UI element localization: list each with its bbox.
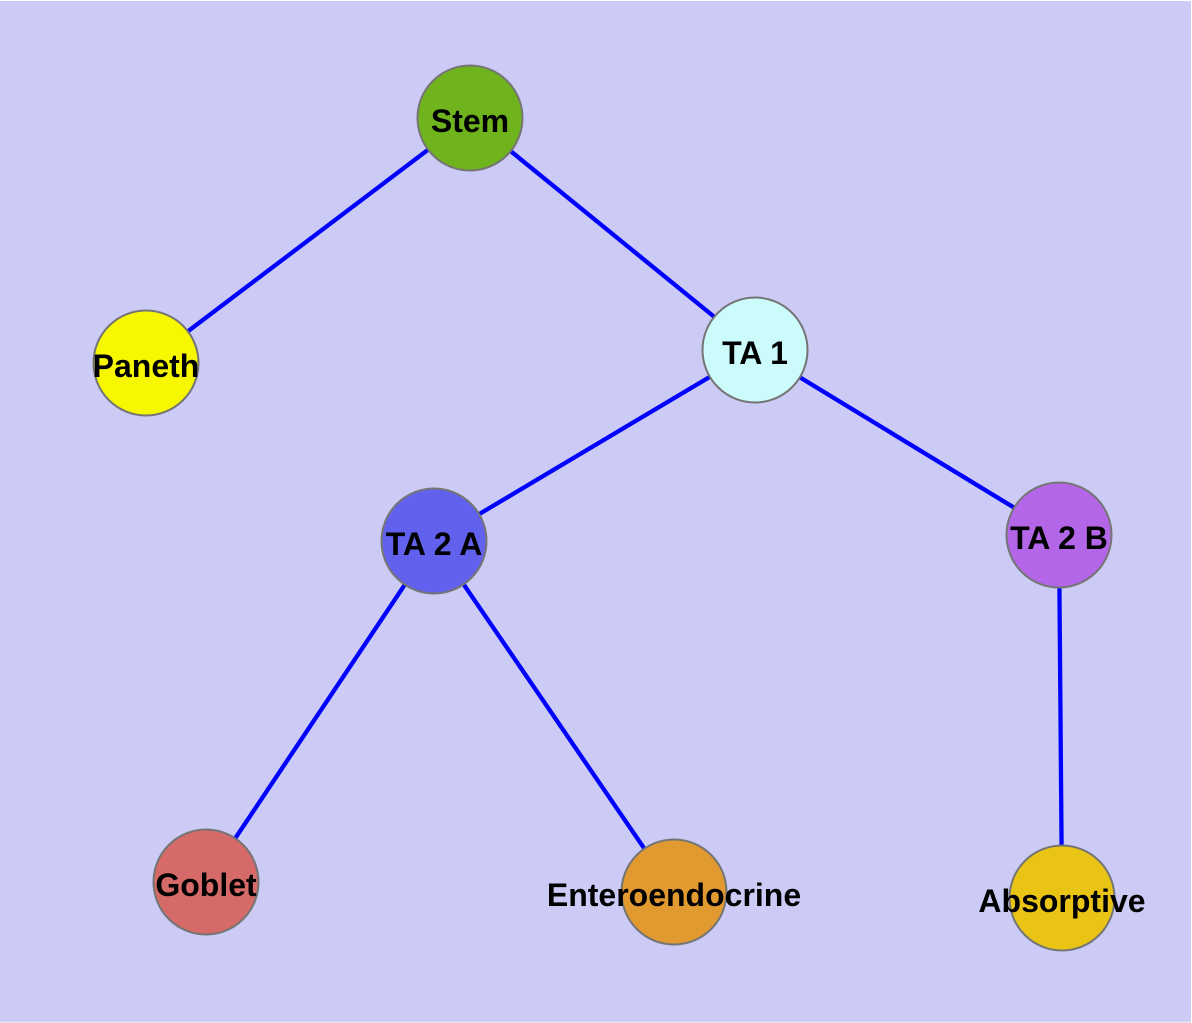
svg-text:TA 2 B: TA 2 B (1010, 520, 1108, 556)
svg-text:Stem: Stem (431, 103, 509, 139)
svg-text:Goblet: Goblet (155, 867, 257, 903)
svg-text:TA 1: TA 1 (722, 335, 788, 371)
svg-text:Absorptive: Absorptive (978, 883, 1145, 919)
svg-text:Paneth: Paneth (93, 348, 200, 384)
svg-text:TA 2 A: TA 2 A (386, 526, 483, 562)
svg-text:Enteroendocrine: Enteroendocrine (547, 877, 801, 913)
